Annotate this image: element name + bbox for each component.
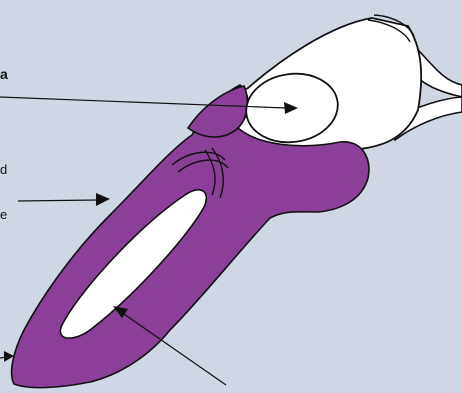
label-e: e <box>0 208 7 221</box>
label-a: a <box>0 67 8 81</box>
leader-d <box>18 193 110 206</box>
label-d: d <box>0 163 7 176</box>
leader-bottom-left <box>0 351 14 362</box>
